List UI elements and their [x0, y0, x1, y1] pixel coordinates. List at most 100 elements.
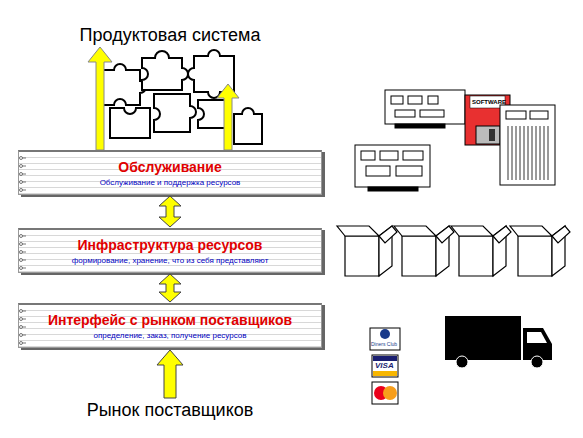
credit-cards — [370, 328, 400, 404]
card-chip — [361, 151, 375, 160]
band-subtitle: Обслуживание и поддержка ресурсов — [19, 178, 321, 188]
mastercard-circle — [374, 386, 388, 400]
server-case — [500, 105, 555, 185]
box-flap — [451, 226, 493, 236]
card-chip — [396, 166, 422, 176]
box-flap — [379, 226, 397, 243]
diners-card — [370, 328, 400, 350]
box-side — [436, 226, 449, 276]
puzzle-piece — [234, 108, 262, 144]
visa-band — [373, 371, 397, 376]
mastercard-card — [372, 382, 398, 404]
ring — [20, 181, 23, 184]
ring — [20, 334, 23, 337]
box-side — [552, 226, 565, 276]
box-front — [402, 236, 436, 276]
case-grille — [508, 126, 548, 180]
card-chip — [366, 166, 390, 176]
box-side — [379, 226, 392, 276]
ring — [20, 310, 23, 313]
open-box — [337, 226, 397, 276]
ring — [20, 165, 23, 168]
band-subtitle: определение, заказ, получение ресурсов — [19, 331, 321, 341]
computer-card — [385, 90, 465, 128]
card-chip — [391, 96, 403, 104]
card-chip — [403, 151, 423, 160]
box-front — [459, 236, 493, 276]
box-flap — [436, 226, 454, 243]
puzzle-piece — [110, 108, 150, 138]
band-title: Инфраструктура ресурсов — [19, 237, 321, 253]
cardboard-boxes — [337, 226, 570, 276]
floppy-shutter — [476, 126, 500, 144]
card-chip — [420, 110, 444, 117]
ring — [20, 251, 23, 254]
card-board — [385, 90, 465, 124]
case-body — [500, 105, 555, 185]
ring — [20, 318, 23, 321]
ring — [20, 157, 23, 160]
card-chip — [408, 96, 422, 104]
box-front — [518, 236, 552, 276]
diners-logo — [380, 329, 390, 339]
floppy-disk — [465, 95, 510, 145]
box-flap — [394, 226, 436, 236]
open-box — [451, 226, 511, 276]
truck-cargo — [445, 316, 521, 360]
floppy-body — [465, 95, 510, 145]
box-flap — [552, 226, 570, 243]
band-box: Инфраструктура ресурсов формирование, хра… — [18, 228, 322, 273]
band-box: ОбслуживаниеОбслуживание и поддержка рес… — [18, 150, 322, 195]
card-brand: VISA — [375, 361, 394, 371]
diagram-title: Продуктовая система — [0, 24, 340, 46]
ring — [20, 259, 23, 262]
band-subtitle: формирование, хранение, что из себя пред… — [19, 256, 321, 266]
puzzle-piece — [198, 100, 230, 128]
case-panel — [506, 111, 526, 119]
truck-wheel — [531, 356, 543, 368]
puzzle-piece — [100, 64, 146, 105]
double-arrow — [159, 196, 181, 227]
card-connector — [395, 124, 445, 128]
band-title: Обслуживание — [19, 159, 321, 175]
mastercard-circle — [383, 386, 397, 400]
ring — [20, 173, 23, 176]
box-front — [345, 236, 379, 276]
band-title: Интерфейс с рынком поставщиков — [19, 312, 321, 328]
puzzle — [100, 50, 262, 144]
computer-card — [355, 145, 430, 191]
band-box: Интерфейс с рынком поставщиков определени… — [18, 303, 322, 348]
ring — [20, 267, 23, 270]
ring — [20, 235, 23, 238]
ring — [20, 243, 23, 246]
truck-window — [527, 332, 547, 343]
visa-band — [373, 356, 397, 361]
puzzle-piece — [154, 94, 196, 132]
case-panel — [530, 111, 548, 119]
up-arrow — [157, 350, 183, 398]
ring — [20, 326, 23, 329]
puzzle-piece — [188, 50, 234, 98]
floppy-slot — [489, 129, 495, 141]
open-box — [510, 226, 570, 276]
up-arrow — [88, 47, 112, 150]
truck-cab — [523, 328, 552, 360]
ring — [20, 189, 23, 192]
card-chip — [380, 151, 398, 160]
band-rings — [20, 157, 27, 345]
card-brand: Diners Club — [371, 341, 397, 348]
box-flap — [493, 226, 511, 243]
box-side — [493, 226, 506, 276]
market-label: Рынок поставщиков — [0, 400, 340, 420]
truck — [445, 316, 552, 368]
box-flap — [510, 226, 552, 236]
truck-wheel — [456, 356, 468, 368]
visa-card — [372, 355, 398, 377]
disk-label: SOFTWARE — [472, 98, 506, 106]
open-box — [394, 226, 454, 276]
card-board — [355, 145, 430, 187]
